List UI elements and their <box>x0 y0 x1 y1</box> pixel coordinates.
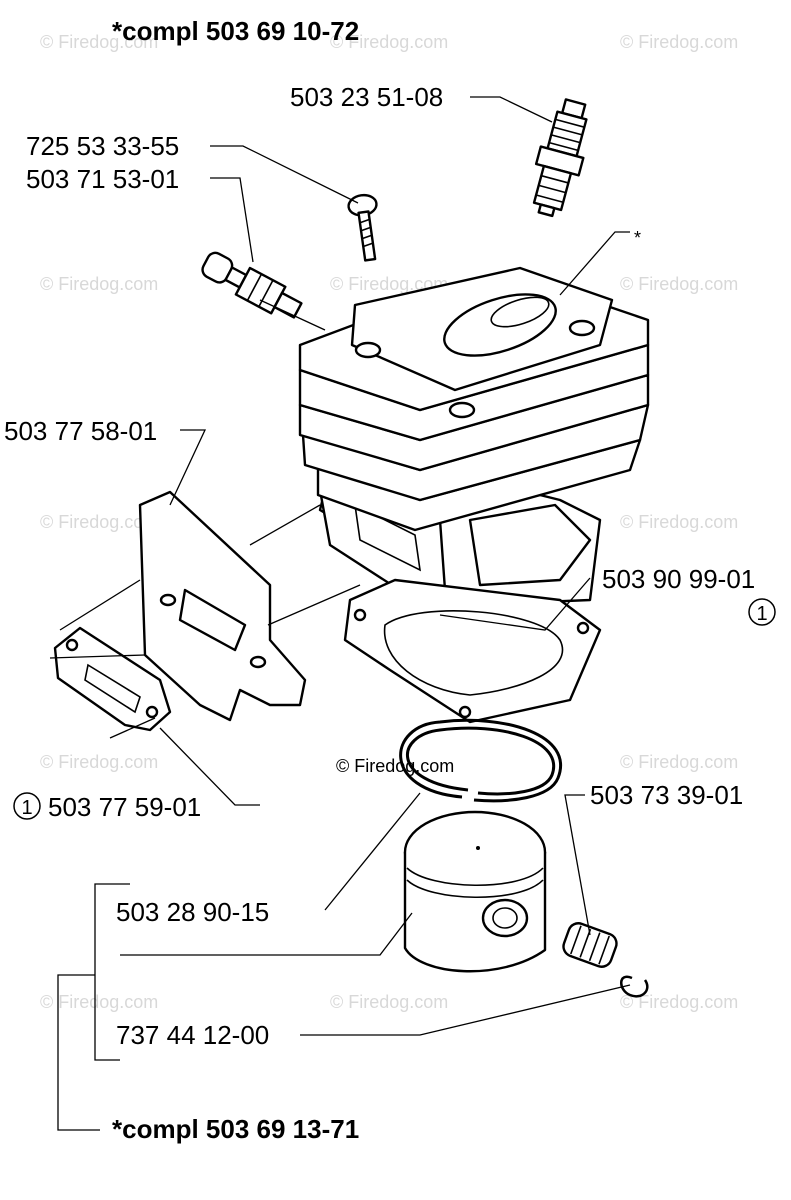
spark-plug-label: 503 23 51-08 <box>290 82 443 112</box>
heat-shield-label: 503 77 58-01 <box>4 416 157 446</box>
watermark: © Firedog.com <box>330 32 448 52</box>
decompression-valve-drawing <box>201 251 303 319</box>
watermark: © Firedog.com <box>40 992 158 1012</box>
circlip-drawing <box>620 975 649 998</box>
piston-ring-label: 503 28 90-15 <box>116 897 269 927</box>
watermark: © Firedog.com <box>330 274 448 294</box>
watermark: © Firedog.com <box>40 752 158 772</box>
watermark: © Firedog.com <box>620 752 738 772</box>
cylinder-gasket-drawing <box>343 578 602 724</box>
needle-bearing-label: 503 73 39-01 <box>590 780 743 810</box>
watermark: © Firedog.com <box>620 992 738 1012</box>
assembly-bottom-label: *compl 503 69 13-71 <box>112 1114 359 1144</box>
watermark: © Firedog.com <box>620 32 738 52</box>
callout-circle <box>748 598 776 626</box>
spark-plug-drawing <box>532 98 588 218</box>
piston-ring-drawing <box>399 718 562 803</box>
leader-lines <box>49 96 631 1131</box>
watermark: © Firedog.com <box>40 512 158 532</box>
decompression-screw-drawing <box>347 193 378 262</box>
watermark: © Firedog.com <box>40 274 158 294</box>
watermark: © Firedog.com <box>330 992 448 1012</box>
watermark: © Firedog.com <box>40 32 158 52</box>
gasket-callout-number: 1 <box>756 603 767 625</box>
labels: *compl 503 69 10-72 503 23 51-08 725 53 … <box>4 16 776 1144</box>
piston-drawing <box>403 810 547 973</box>
assembly-top-label: *compl 503 69 10-72 <box>112 16 359 46</box>
valve-body-label: 503 71 53-01 <box>26 164 179 194</box>
heat-shield-drawing <box>138 490 307 722</box>
watermark: © Firedog.com <box>620 512 738 532</box>
cylinder-drawing <box>298 266 650 607</box>
callout-circle <box>13 792 41 820</box>
decompression-valve-label: 725 53 33-55 <box>26 131 179 161</box>
muffler-callout-number: 1 <box>21 797 32 819</box>
needle-bearing-drawing <box>562 922 618 968</box>
watermark-dark: © Firedog.com <box>336 756 454 776</box>
watermark: © Firedog.com <box>620 274 738 294</box>
muffler-gasket-drawing <box>53 626 172 732</box>
cylinder-gasket-label: 503 90 99-01 <box>602 564 755 594</box>
muffler-gasket-label: 503 77 59-01 <box>48 792 201 822</box>
asterisk-marker: * <box>634 228 641 248</box>
circlip-label: 737 44 12-00 <box>116 1020 269 1050</box>
